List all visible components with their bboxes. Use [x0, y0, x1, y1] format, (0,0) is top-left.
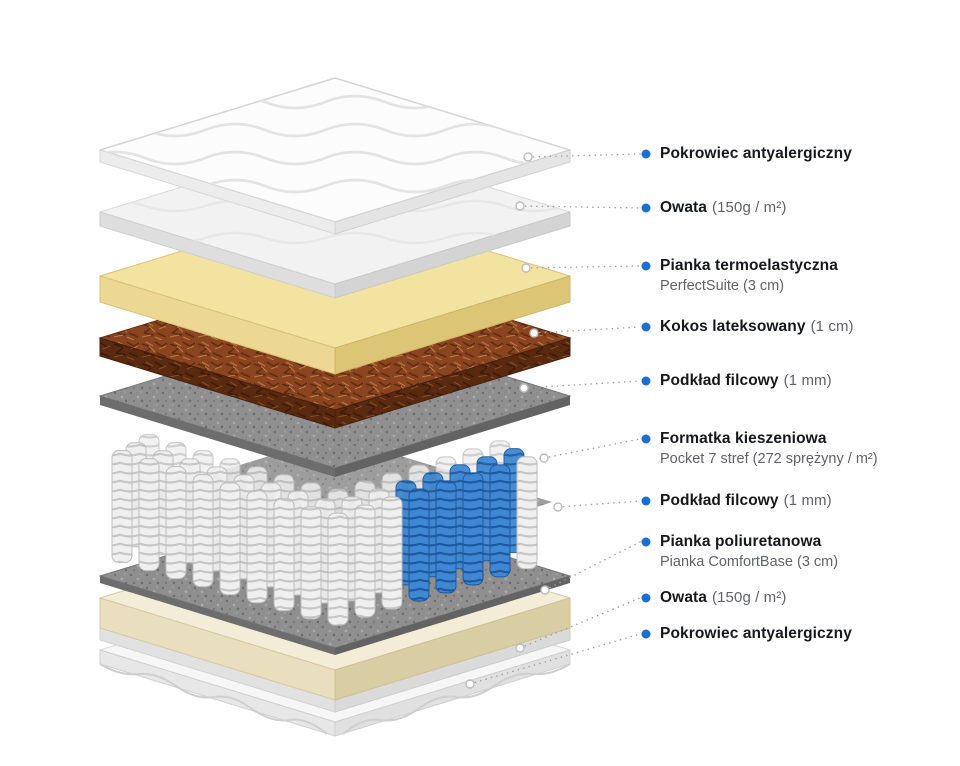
cover-bottom-right-face	[334, 649, 571, 737]
leader-start-circle	[540, 585, 550, 595]
cover-top-right-face	[334, 149, 571, 235]
leader-dot	[641, 629, 651, 639]
leader-start-circle	[515, 201, 525, 211]
pocket-spring	[327, 512, 349, 626]
leader-lines	[465, 149, 651, 689]
leader-start-circle	[521, 263, 531, 273]
leader-dot	[641, 593, 651, 603]
felt-top-right-face	[335, 396, 570, 477]
pocket-spring	[300, 506, 322, 620]
layer-pocket-springs	[111, 434, 552, 626]
memory-foam-right-face	[334, 275, 571, 375]
felt-bottom-right-face	[335, 576, 570, 655]
foam-base-right-face	[334, 597, 571, 701]
leader-dot	[641, 376, 651, 386]
leader-9	[515, 593, 651, 653]
leader-7	[553, 496, 651, 512]
leader-3	[521, 261, 651, 273]
leader-dot	[641, 496, 651, 506]
leader-start-circle	[539, 453, 549, 463]
leader-dot	[641, 537, 651, 547]
layer-cover-top	[99, 77, 571, 235]
quilt-line	[100, 122, 566, 138]
pocket-spring	[138, 458, 160, 572]
felt-top-left-face	[100, 396, 335, 477]
cover-bottom-wave-line	[342, 663, 571, 735]
springs-front-row	[111, 450, 538, 626]
leader-dot	[641, 261, 651, 271]
owata-top-right-face	[334, 211, 571, 299]
leader-dot	[641, 203, 651, 213]
cover-bottom-wave-line	[99, 663, 328, 735]
leader-dot	[641, 322, 651, 332]
pocket-spring	[192, 474, 214, 588]
pocket-spring	[381, 496, 403, 610]
leader-start-circle	[465, 679, 475, 689]
pocket-spring-blue	[489, 464, 511, 578]
leader-6	[539, 434, 651, 463]
leader-start-circle	[523, 152, 533, 162]
pocket-spring	[273, 498, 295, 612]
leader-10	[465, 629, 651, 689]
pocket-spring-blue	[408, 488, 430, 602]
pocket-spring	[111, 450, 133, 564]
pocket-spring	[219, 482, 241, 596]
pocket-spring	[246, 490, 268, 604]
leader-start-circle	[515, 643, 525, 653]
felt-bottom-left-face	[100, 576, 335, 655]
leader-start-circle	[529, 328, 539, 338]
leader-1	[523, 149, 651, 162]
leader-5	[519, 376, 651, 393]
quilt-line	[100, 150, 566, 166]
leader-4	[529, 322, 651, 338]
coconut-right-face	[334, 337, 571, 429]
leader-2	[515, 201, 651, 213]
pocket-spring	[516, 456, 538, 570]
leader-dot	[641, 149, 651, 159]
pocket-spring	[165, 466, 187, 580]
leader-dot	[641, 434, 651, 444]
leader-start-circle	[519, 383, 529, 393]
pocket-spring-blue	[435, 480, 457, 594]
pocket-spring	[354, 504, 376, 618]
leader-start-circle	[553, 502, 563, 512]
leader-8	[540, 537, 651, 595]
pocket-spring-blue	[462, 472, 484, 586]
